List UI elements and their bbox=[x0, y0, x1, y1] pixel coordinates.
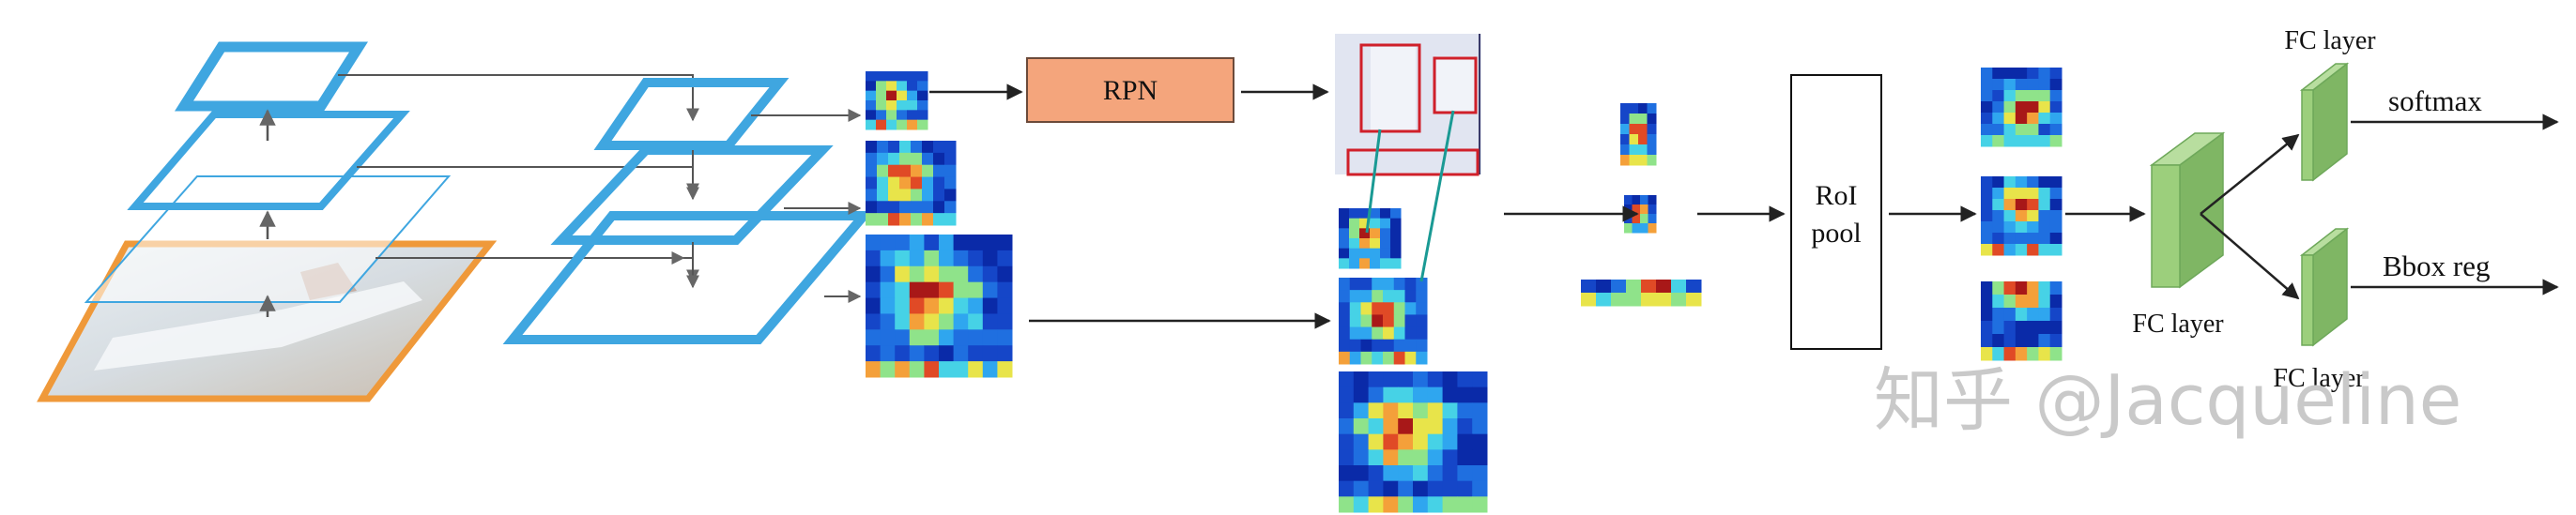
region-proposals bbox=[1335, 34, 1481, 282]
bottom-up-pathway bbox=[37, 41, 498, 402]
fc-layer-main-label: FC layer bbox=[2132, 310, 2224, 339]
input-image-content bbox=[94, 281, 422, 371]
bottom-up-layer-2 bbox=[127, 111, 410, 210]
selected-map-2 bbox=[1339, 278, 1428, 365]
feature-map-p2 bbox=[866, 141, 957, 226]
fc-layer-bottom-label: FC layer bbox=[2273, 364, 2365, 393]
proposal-box-1 bbox=[1359, 43, 1421, 133]
rpn-label: RPN bbox=[1103, 75, 1158, 106]
selected-map-3 bbox=[1339, 371, 1488, 513]
fc-layer-bottom bbox=[2299, 227, 2350, 347]
feature-heatmaps bbox=[866, 68, 2062, 513]
pooled-map-3 bbox=[1981, 281, 2062, 361]
roi-pool-label-line1: RoI bbox=[1816, 180, 1858, 211]
top-down-layer-3 bbox=[502, 211, 874, 344]
rpn-block: RPN bbox=[929, 57, 1329, 123]
feature-map-p3 bbox=[866, 235, 1013, 378]
roi-crop-3 bbox=[1581, 280, 1702, 307]
proposal-box-3 bbox=[1346, 148, 1480, 176]
feature-map-p1 bbox=[866, 71, 928, 130]
fc-layer-top-label: FC layer bbox=[2284, 26, 2376, 55]
top-down-layer-1 bbox=[593, 78, 790, 150]
roi-pool-label-line2: pool bbox=[1811, 218, 1861, 249]
top-down-layer-2 bbox=[550, 145, 834, 245]
fc-layers: FC layer FC layer FC layer softmax Bbox … bbox=[2132, 26, 2559, 393]
roi-pool-block: RoI pool bbox=[1790, 74, 1882, 350]
rpn-box bbox=[1026, 57, 1234, 123]
top-down-pathway bbox=[502, 78, 874, 344]
selected-map-1 bbox=[1339, 208, 1402, 269]
pooled-map-2 bbox=[1981, 176, 2062, 256]
roi-crop-1 bbox=[1620, 103, 1657, 166]
fc-layer-main bbox=[2149, 131, 2226, 289]
fc-layer-top bbox=[2299, 62, 2350, 182]
bottom-up-layer-3 bbox=[174, 41, 369, 112]
watermark: 知乎 @Jacqueline bbox=[1874, 360, 2461, 441]
roi-pool-box bbox=[1790, 74, 1882, 350]
proposal-box-2 bbox=[1433, 56, 1478, 114]
pooled-map-1 bbox=[1981, 68, 2062, 147]
softmax-label: softmax bbox=[2388, 84, 2482, 117]
bbox-reg-label: Bbox reg bbox=[2383, 250, 2491, 282]
